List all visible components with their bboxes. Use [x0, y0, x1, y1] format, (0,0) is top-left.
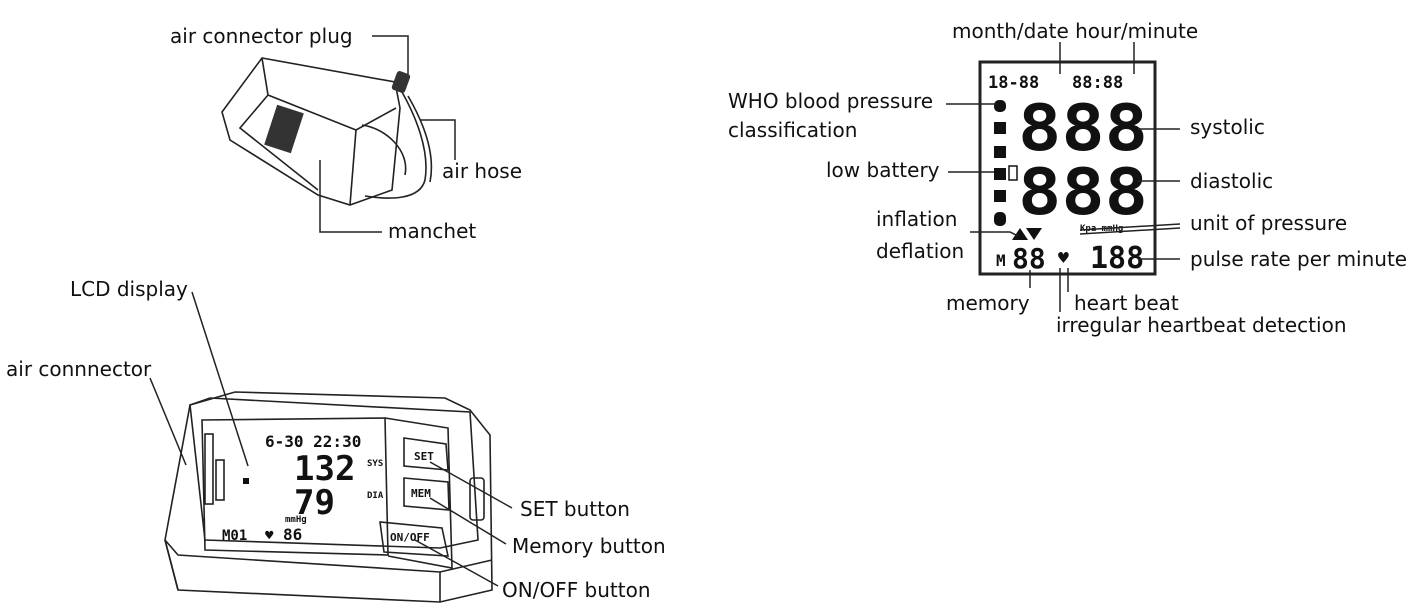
label-heart-beat: heart beat	[1074, 291, 1179, 315]
who-bar-top	[994, 100, 1006, 112]
label-air-connector-plug: air connector plug	[170, 24, 353, 48]
lcd-dia-digits: 888	[1018, 156, 1148, 230]
device-indicator-dot	[243, 478, 249, 484]
lcd-memory-digits: 88	[1012, 242, 1046, 275]
label-air-hose: air hose	[442, 159, 522, 183]
device-datetime: 6-30 22:30	[265, 432, 361, 451]
lcd-heart-icon: ♥	[1058, 248, 1069, 269]
device-memory: M01	[222, 528, 247, 544]
device-unit: mmHg	[285, 515, 307, 525]
leader-air-plug	[372, 35, 409, 74]
label-memory: memory	[946, 291, 1030, 315]
deflation-arrow-icon	[1026, 228, 1042, 240]
label-who-line2: classification	[728, 118, 857, 142]
label-low-battery: low battery	[826, 158, 940, 182]
label-pulse-rate: pulse rate per minute	[1190, 247, 1407, 271]
label-set-button: SET button	[520, 497, 630, 521]
onoff-button[interactable]: ON/OFF	[379, 521, 450, 557]
lcd-pulse-digits: 188	[1090, 241, 1144, 276]
leader-manchet	[319, 160, 382, 233]
device-dia-value: 79	[294, 483, 335, 523]
label-systolic: systolic	[1190, 115, 1265, 139]
leader-onoff-button	[414, 539, 499, 587]
label-memory-button: Memory button	[512, 534, 666, 558]
leader-inflation	[970, 231, 1019, 237]
label-lcd-display: LCD display	[70, 277, 188, 301]
label-month-date-hour-minute: month/date hour/minute	[952, 19, 1198, 43]
onoff-button-label: ON/OFF	[390, 531, 430, 544]
label-inflation: inflation	[876, 207, 957, 231]
device-sys-value: 132	[294, 449, 355, 489]
label-unit-of-pressure: unit of pressure	[1190, 211, 1347, 235]
lcd-memory-prefix: M	[996, 251, 1006, 270]
inflation-arrow-icon	[1012, 228, 1028, 240]
lcd-time: 88:88	[1072, 73, 1123, 93]
who-bar-bottom	[994, 212, 1006, 226]
label-onoff-button: ON/OFF button	[502, 578, 651, 602]
leader-air-hose	[420, 119, 456, 160]
label-air-connector: air connnector	[6, 357, 152, 381]
leader-memory-button	[429, 497, 507, 545]
monitor-illustration	[164, 391, 493, 603]
device-lcd-window	[201, 417, 389, 556]
device-pulse: 86	[283, 525, 302, 544]
memory-button-label: MEM	[411, 487, 431, 500]
label-manchet: manchet	[388, 219, 476, 243]
lcd-date: 18-88	[988, 73, 1039, 93]
who-bar-device	[204, 433, 214, 505]
leader-set-button	[429, 461, 513, 509]
label-irregular-heartbeat: irregular heartbeat detection	[1056, 313, 1347, 337]
label-who-line1: WHO blood pressure	[728, 89, 933, 113]
cuff-illustration	[221, 57, 433, 206]
leader-air-connector	[149, 377, 187, 466]
device-dia-tag: DIA	[367, 491, 384, 501]
air-plug-icon	[391, 71, 411, 93]
set-button[interactable]: SET	[403, 437, 449, 471]
device-sys-tag: SYS	[367, 459, 383, 469]
velcro-patch-icon	[264, 104, 304, 154]
label-deflation: deflation	[876, 239, 964, 263]
battery-icon	[1008, 165, 1018, 181]
air-connector-port	[469, 477, 485, 521]
set-button-label: SET	[414, 450, 434, 463]
leader-units	[1079, 223, 1181, 231]
device-heart-icon: ♥	[265, 528, 274, 544]
label-diastolic: diastolic	[1190, 169, 1273, 193]
leader-lcd-display	[191, 291, 249, 467]
lcd-sys-digits: 888	[1018, 92, 1148, 166]
